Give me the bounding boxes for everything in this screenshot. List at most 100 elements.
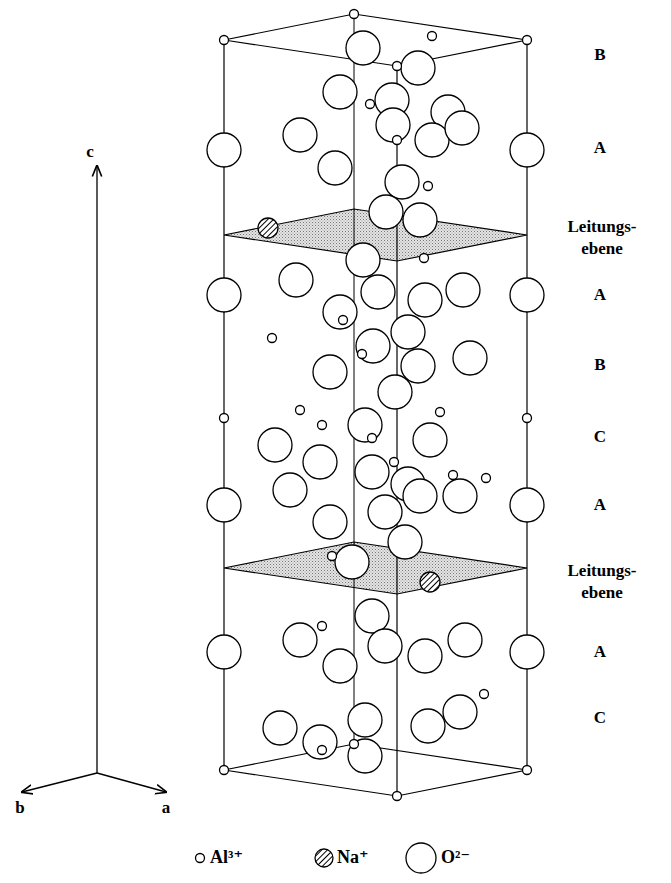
oxygen-ion <box>391 315 425 349</box>
atoms <box>207 10 544 801</box>
plane-label: Leitungs- ebene <box>568 560 637 604</box>
oxygen-ion <box>346 243 380 277</box>
legend-text: Na⁺ <box>337 846 369 869</box>
a-axis <box>97 773 166 792</box>
al-ion-symbol <box>196 854 205 863</box>
o-ion-symbol <box>406 843 436 873</box>
legend-text: Al³⁺ <box>210 846 243 869</box>
aluminium-ion <box>328 552 337 561</box>
aluminium-ion <box>393 792 402 801</box>
oxygen-ion <box>303 725 337 759</box>
aluminium-ion <box>220 414 229 423</box>
oxygen-ion <box>348 703 382 737</box>
cell-face <box>224 14 527 66</box>
oxygen-ion <box>413 423 447 457</box>
oxygen-ion <box>453 341 487 375</box>
sodium-ion <box>258 218 278 238</box>
oxygen-ion <box>258 428 292 462</box>
aluminium-ion <box>428 32 437 41</box>
oxygen-ion <box>323 75 357 109</box>
unit-cell <box>224 14 527 796</box>
oxygen-ion <box>313 505 347 539</box>
oxygen-ion <box>369 195 403 229</box>
oxygen-ion <box>207 635 241 669</box>
oxygen-ion <box>348 408 382 442</box>
oxygen-ion <box>385 165 419 199</box>
oxygen-ion <box>401 51 435 85</box>
oxygen-ion <box>263 711 297 745</box>
oxygen-ion <box>279 263 313 297</box>
oxygen-ion <box>207 133 241 167</box>
aluminium-ion <box>350 740 359 749</box>
aluminium-ion <box>318 746 327 755</box>
aluminium-ion <box>523 766 532 775</box>
oxygen-ion <box>335 545 369 579</box>
plane-label: Leitungs- ebene <box>568 216 637 260</box>
aluminium-ion <box>424 182 433 191</box>
layer-label: A <box>594 494 606 516</box>
aluminium-ion <box>296 406 305 415</box>
aluminium-ion <box>436 408 445 417</box>
oxygen-ion <box>283 118 317 152</box>
aluminium-ion <box>368 434 377 443</box>
oxygen-ion <box>378 375 412 409</box>
oxygen-ion <box>207 278 241 312</box>
b-axis <box>22 773 97 792</box>
oxygen-ion <box>346 31 380 65</box>
aluminium-ion <box>420 254 429 263</box>
layer-label: A <box>594 284 606 306</box>
oxygen-ion <box>448 623 482 657</box>
axis-system <box>22 166 166 792</box>
axis-label: c <box>86 141 94 163</box>
oxygen-ion <box>323 649 357 683</box>
oxygen-ion <box>408 283 442 317</box>
oxygen-ion <box>510 635 544 669</box>
oxygen-ion <box>408 639 442 673</box>
oxygen-ion <box>510 488 544 522</box>
conduction-plane <box>224 542 527 594</box>
aluminium-ion <box>220 766 229 775</box>
aluminium-ion <box>523 36 532 45</box>
oxygen-ion <box>403 203 437 237</box>
oxygen-ion <box>303 445 337 479</box>
aluminium-ion <box>318 421 327 430</box>
oxygen-ion <box>368 495 402 529</box>
oxygen-ion <box>207 488 241 522</box>
oxygen-ion <box>510 278 544 312</box>
oxygen-ion <box>361 275 395 309</box>
oxygen-ion <box>403 479 437 513</box>
oxygen-ion <box>318 151 352 185</box>
oxygen-ion <box>348 739 382 773</box>
oxygen-ion <box>355 455 389 489</box>
axis-label: b <box>15 797 24 819</box>
aluminium-ion <box>393 136 402 145</box>
oxygen-ion <box>323 295 357 329</box>
aluminium-ion <box>220 36 229 45</box>
oxygen-ion <box>443 479 477 513</box>
aluminium-ion <box>366 100 375 109</box>
aluminium-ion <box>358 350 367 359</box>
aluminium-ion <box>482 474 491 483</box>
legend-text: O²⁻ <box>441 846 470 869</box>
aluminium-ion <box>523 414 532 423</box>
layer-label: A <box>594 137 606 159</box>
aluminium-ion <box>268 334 277 343</box>
oxygen-ion <box>401 349 435 383</box>
oxygen-ion <box>283 623 317 657</box>
legend-symbols <box>196 843 437 873</box>
aluminium-ion <box>449 471 458 480</box>
oxygen-ion <box>445 111 479 145</box>
oxygen-ion <box>356 329 390 363</box>
sodium-ion <box>420 572 440 592</box>
oxygen-ion <box>388 525 422 559</box>
oxygen-ion <box>368 629 402 663</box>
aluminium-ion <box>480 690 489 699</box>
axis-label: a <box>162 797 171 819</box>
layer-label: C <box>594 707 606 729</box>
oxygen-ion <box>446 273 480 307</box>
aluminium-ion <box>318 622 327 631</box>
na-ion-symbol <box>315 849 333 867</box>
